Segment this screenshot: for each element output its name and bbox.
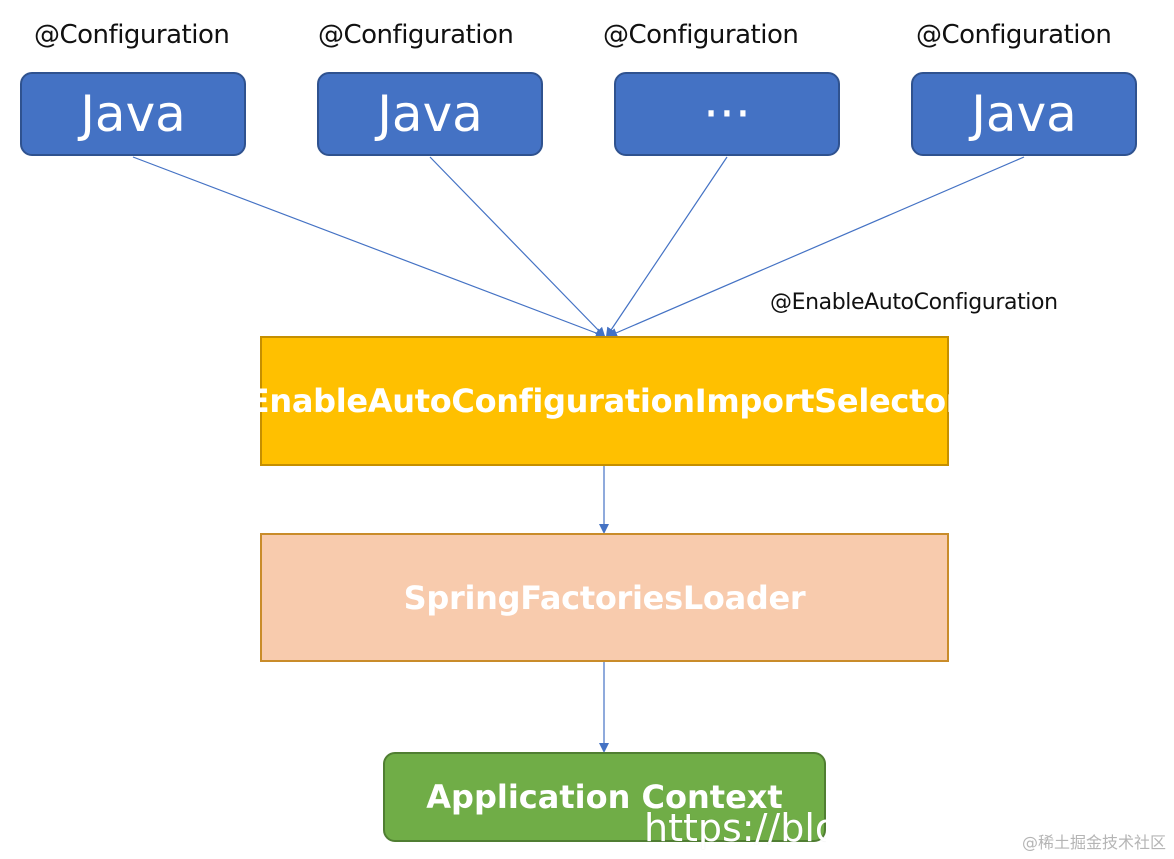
arrow-java-1-to-selector — [132, 156, 606, 338]
import-selector-box: EnableAutoConfigurationImportSelector — [248, 336, 962, 466]
arrow-java-4-to-selector — [607, 156, 1025, 338]
java-node-4: Java — [911, 72, 1137, 156]
arrow-java-2-to-selector — [429, 156, 606, 338]
ellipsis-node: ··· — [614, 72, 840, 156]
configuration-annotation-2: @Configuration — [318, 20, 514, 50]
java-node-1: Java — [20, 72, 246, 156]
java-node-2: Java — [317, 72, 543, 156]
java-node-1-label: Java — [80, 85, 186, 143]
configuration-annotation-3: @Configuration — [603, 20, 799, 50]
java-node-2-label: Java — [377, 85, 483, 143]
java-node-4-label: Java — [971, 85, 1077, 143]
ellipsis-node-label: ··· — [703, 85, 751, 143]
configuration-annotation-1: @Configuration — [34, 20, 230, 50]
arrow-ellipsis-to-selector — [605, 156, 728, 338]
factories-loader-box: SpringFactoriesLoader — [260, 533, 949, 662]
import-selector-label: EnableAutoConfigurationImportSelector — [247, 382, 962, 420]
factories-loader-label: SpringFactoriesLoader — [403, 578, 806, 617]
site-watermark: @稀土掘金技术社区 — [1021, 833, 1166, 852]
url-watermark-overlay: https://blog — [644, 806, 826, 850]
enable-auto-configuration-annotation: @EnableAutoConfiguration — [770, 290, 1058, 315]
application-context-box: Application Context — [383, 752, 826, 842]
configuration-annotation-4: @Configuration — [916, 20, 1112, 50]
application-context-label: Application Context — [426, 778, 783, 816]
